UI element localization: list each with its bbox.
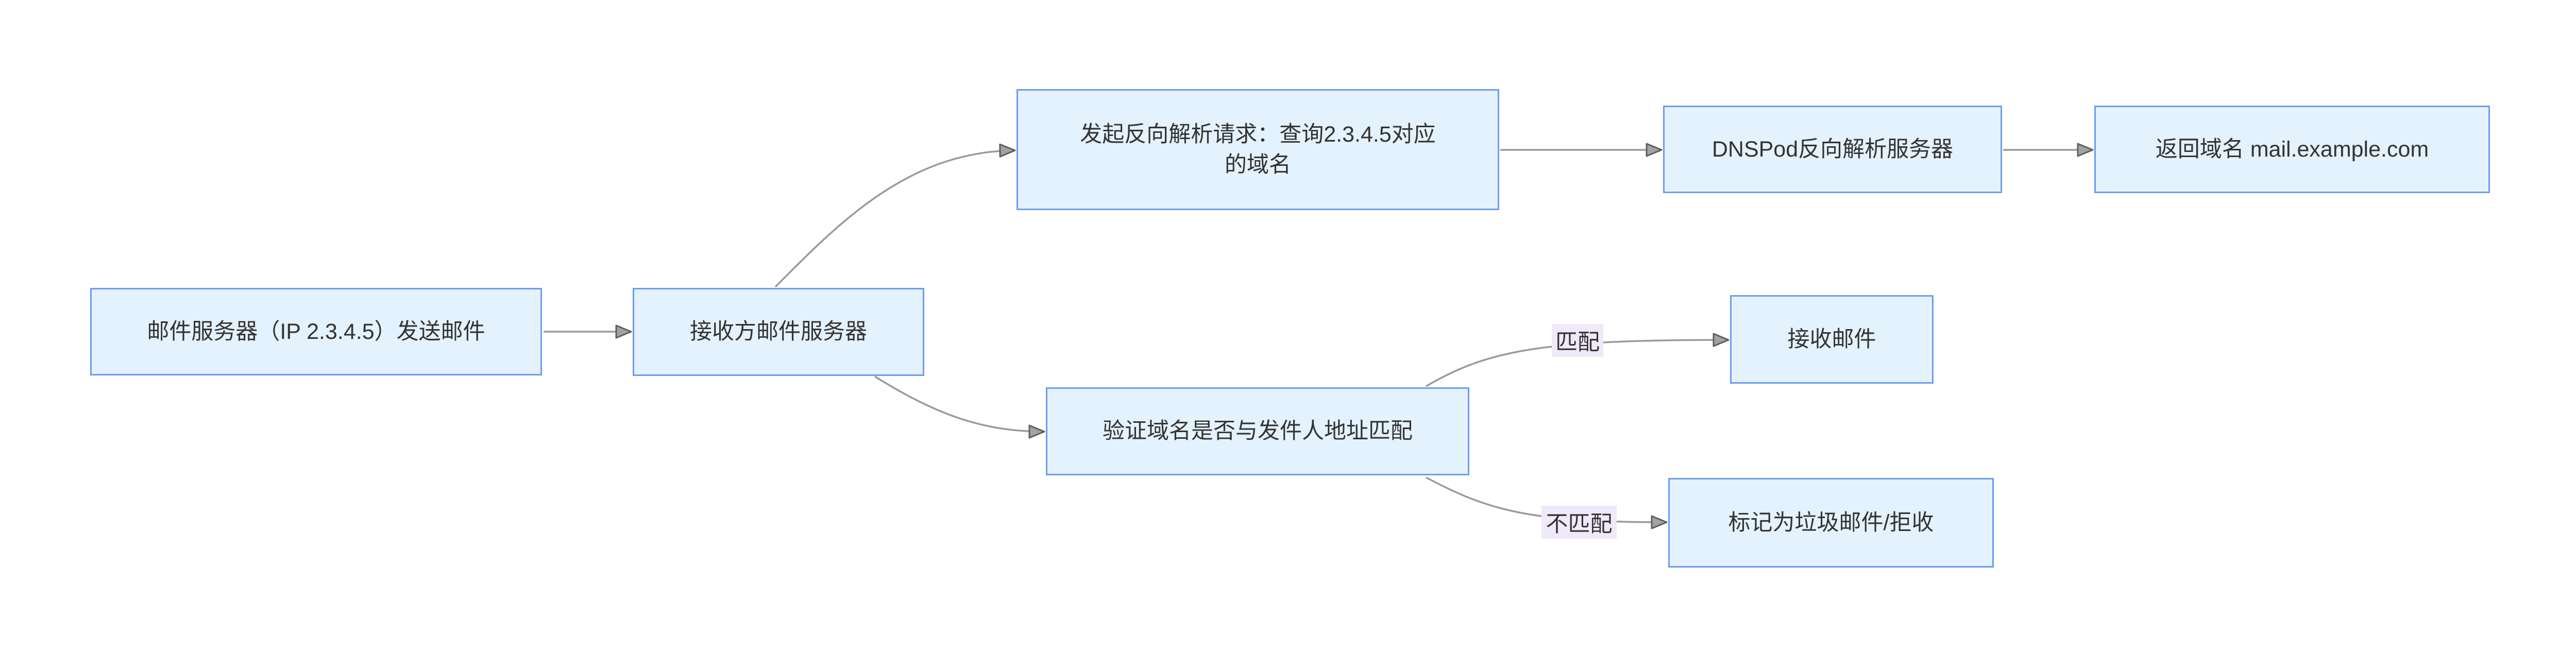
- edge-receiver-to-verify: [874, 375, 1045, 439]
- node-verify-domain-match: 验证域名是否与发件人地址匹配: [1046, 387, 1469, 475]
- node-verify-domain-match-label: 验证域名是否与发件人地址匹配: [1103, 419, 1413, 444]
- node-accept-mail-label: 接收邮件: [1787, 327, 1876, 352]
- edge-label-match: 匹配: [1552, 324, 1603, 357]
- node-accept-mail: 接收邮件: [1730, 295, 1934, 384]
- node-receiving-mail-server: 接收方邮件服务器: [633, 288, 924, 376]
- node-mail-server-label: 邮件服务器（IP 2.3.4.5）发送邮件: [147, 319, 485, 344]
- node-dnspod-server-label: DNSPod反向解析服务器: [1711, 136, 1954, 162]
- node-dnspod-server: DNSPod反向解析服务器: [1663, 106, 2002, 193]
- node-reverse-dns-request-label: 发起反向解析请求：查询2.3.4.5对应 的域名: [1080, 122, 1436, 177]
- node-mail-server: 邮件服务器（IP 2.3.4.5）发送邮件: [90, 288, 542, 375]
- node-mark-spam-reject-label: 标记为垃圾邮件/拒收: [1728, 510, 1934, 535]
- edge-receiver-to-reverserequest: [774, 143, 1016, 288]
- node-return-domain-label: 返回域名 mail.example.com: [2155, 136, 2429, 162]
- edge-label-no-match: 不匹配: [1541, 506, 1617, 539]
- node-reverse-dns-request: 发起反向解析请求：查询2.3.4.5对应 的域名: [1016, 89, 1499, 210]
- edge-verify-to-accept: [1426, 333, 1730, 387]
- node-return-domain: 返回域名 mail.example.com: [2094, 106, 2490, 193]
- node-mark-spam-reject: 标记为垃圾邮件/拒收: [1668, 478, 1994, 568]
- node-receiving-mail-server-label: 接收方邮件服务器: [690, 319, 867, 345]
